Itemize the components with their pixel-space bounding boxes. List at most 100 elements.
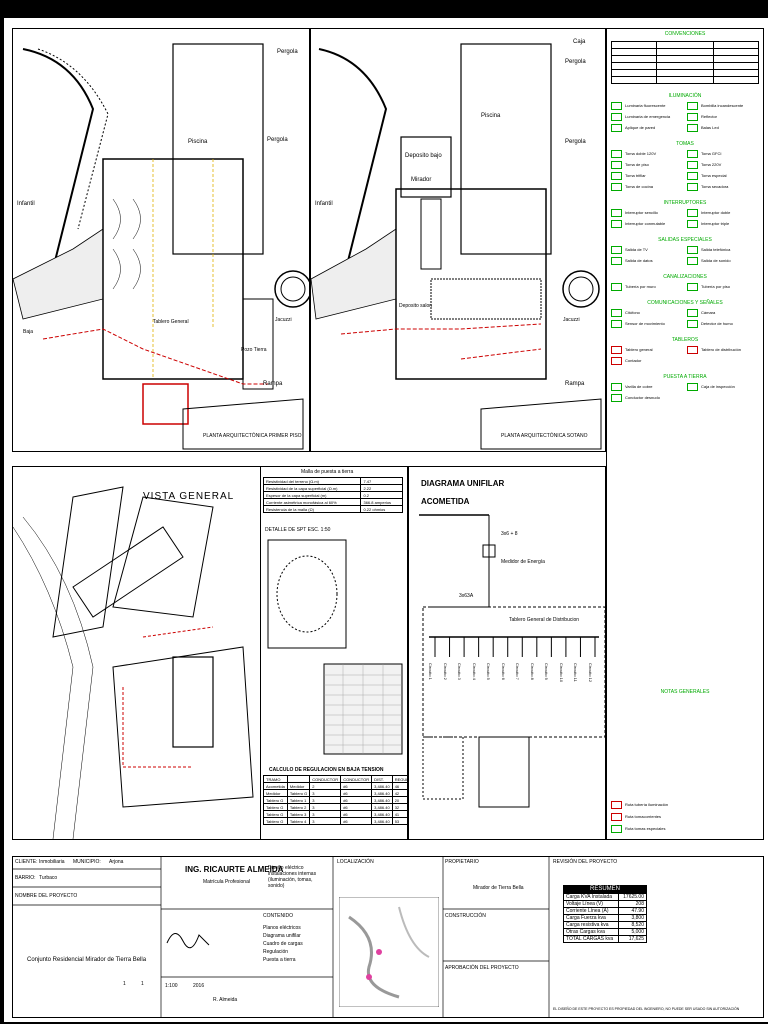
plan-sotano: Caja Pergola Pergola Piscina Infantil De… [310,28,606,452]
propietario-label: PROPIETARIO [445,859,479,865]
convencion-item: Aplique de pared [611,124,655,132]
convencion-label: Balas Led [701,125,719,131]
resumen-label: Otras Cargas kva [562,928,620,936]
regulacion-cell: Tablero 3 [286,810,311,818]
convencion-item: Salida de sonido [687,257,731,265]
label-rampa: Rampa [263,381,283,387]
convencion-label: Salida telefónica [701,247,731,253]
convencion-symbol-icon [611,257,622,265]
convencion-symbol-icon [611,124,622,132]
cuadro-cargas-drawing [323,663,403,755]
regulacion-cell: 3,486.40 [371,789,393,797]
convencion-label: Citófono [625,310,640,316]
regulacion-header: REGULACION (%) [391,775,407,783]
resumen-label: Carga Fuerza kva [562,914,620,922]
convenciones-title: CONVENCIONES [664,31,706,37]
convencion-item: Luminaria fluorescente [611,102,665,110]
contenido-item: Regulación [263,949,289,955]
regulacion-cell: 3,486.40 [371,803,393,811]
nota-1: Ruta tubería iluminación [625,802,669,808]
malla-param: Resistividad de la capa superficial (Ω.m… [262,484,362,492]
malla-row: Resistividad de la capa superficial (Ω.m… [262,484,403,492]
convencion-item: Tubería por piso [687,283,730,291]
malla-value: 0.2 [360,491,403,499]
regulacion-header: TRAMO [263,775,288,783]
drawing-sheet: Pergola Pergola Piscina Infantil Jacuzzi… [4,18,768,1022]
regulacion-cell: 2 [309,782,342,790]
barrio-label: BARRIO: [15,875,36,881]
regulacion-cell: 3 [309,789,342,797]
regulacion-cell: 3,486.40 [371,817,393,825]
convencion-symbol-icon [611,220,622,228]
convencion-item: Contador [611,357,641,365]
convencion-label: Interruptor conmutable [625,221,666,227]
propietario-value: Mirador de Tierra Bella [473,885,524,891]
malla-value: 2.22 [360,484,403,492]
cliente-value: Inmobiliaria [39,859,65,865]
convencion-item: Interruptor triple [687,220,729,228]
malla-row: Espesor de la capa superficial (m)0.2 [262,491,403,499]
plano-number: 1 [123,981,126,987]
revision-label: REVISIÓN DEL PROYECTO [553,859,618,865]
detalle-title: DETALLE DE SPT ESC. 1:50 [265,527,331,533]
circuit-label: Circuito 5 [486,663,492,680]
convencion-item: Reflector [687,113,717,121]
unifilar-breaker: 3x63A [459,593,474,599]
regulacion-cell: 3,486.40 [371,810,393,818]
convencion-item: Interruptor conmutable [611,220,665,228]
convencion-symbol-icon [611,246,622,254]
resumen-value: 17625.00 [618,893,647,901]
diseno-text: Diseño eléctrico instalaciones internas … [268,865,317,889]
regulacion-cell: #6 [340,810,373,818]
malla-row: Corriente asimétrica monofásica al 60%36… [262,498,403,506]
convencion-symbol-icon [687,309,698,317]
regulacion-cell: 3 [309,810,342,818]
convencion-item: Toma de piso [611,161,649,169]
convencion-symbol-icon [611,102,622,110]
regulacion-cell: Tablero G [263,796,288,804]
convencion-symbol-icon [687,209,698,217]
regulacion-cell: Tablero 2 [286,803,311,811]
convencion-label: Sensor de movimiento [625,321,665,327]
proyecto-label: NOMBRE DEL PROYECTO [15,893,78,899]
regulacion-cell: 41 [391,810,407,818]
convencion-item: Cámara [687,309,715,317]
convencion-label: Tubería por muro [625,284,656,290]
malla-value: 366.8 amperios [360,498,403,506]
unifilar-medidor: Medidor de Energía [501,559,545,565]
malla-param: Resistividad del terreno (Ω.m) [262,477,362,485]
convencion-item: Salida de TV [611,246,648,254]
convencion-label: Salida de datos [625,258,653,264]
regulacion-cell: Medidor [263,789,288,797]
convencion-symbol-icon [611,346,622,354]
convencion-item: Toma trifilar [611,172,646,180]
regulacion-cell: Tablero 1 [286,796,311,804]
convencion-label: Conductor desnudo [625,395,660,401]
convencion-item: Tablero general [611,346,653,354]
convencion-symbol-icon [687,150,698,158]
convencion-label: Luminaria fluorescente [625,103,666,109]
plan-primer-piso-drawing [13,43,309,450]
label-jacuzzi: Jacuzzi [275,317,292,323]
label-jacuzzi-2: Jacuzzi [563,317,580,323]
convencion-item: Salida de datos [611,257,653,265]
label-deposito: Deposito bajo [405,153,442,159]
contenido-item: Diagrama unifilar [263,933,301,939]
malla-panel: Malla de puesta a tierra Resistividad de… [260,466,408,840]
notas-title: NOTAS GENERALES [660,689,710,695]
convencion-symbol-icon [687,246,698,254]
plan-primer-piso: Pergola Pergola Piscina Infantil Jacuzzi… [12,28,310,452]
label-pergola-4: Pergola [565,139,586,145]
convencion-item: Tubería por muro [611,283,656,291]
convenciones-group-title: TABLEROS [671,337,699,343]
resumen-title: RESUMEN [563,885,647,893]
resumen-label: TOTAL CARGAS kva [562,935,620,943]
convenciones-table [611,41,759,84]
localizacion-map [339,897,439,1007]
